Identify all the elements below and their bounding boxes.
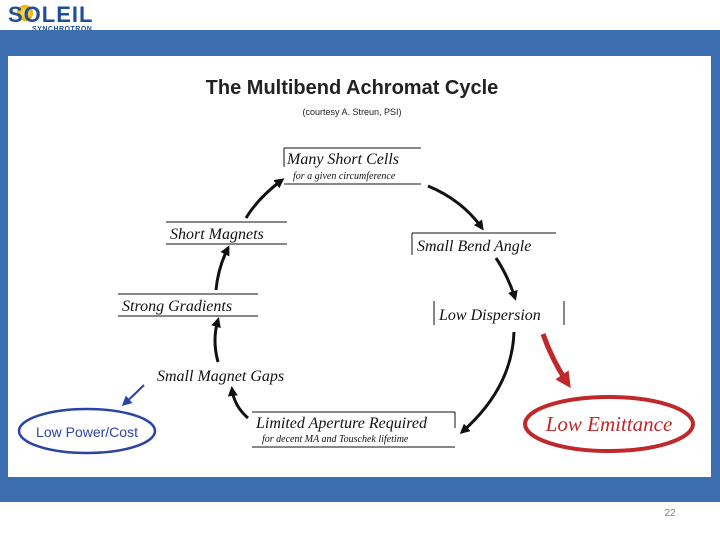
node-label: Low Dispersion [438, 307, 541, 324]
arrow-gradients-to-short-magnets [214, 245, 230, 291]
power-ellipse [17, 407, 157, 455]
node-label: Many Short Cells [286, 151, 399, 168]
arrow-gaps-to-gradients [211, 317, 221, 363]
slide-content-area [8, 56, 711, 477]
node-limited-aperture: Limited Aperture Required for decent MA … [252, 411, 456, 448]
node-short-magnets: Short Magnets [166, 221, 287, 245]
node-label: Short Magnets [170, 226, 264, 243]
arrow-to-low-emittance [540, 333, 571, 389]
soleil-logo: SOLEIL SYNCHROTRON [2, 2, 94, 34]
node-small-magnet-gaps: Small Magnet Gaps [157, 368, 284, 385]
outcome-label: Low Power/Cost [36, 424, 138, 440]
arrow-dispersion-to-aperture [459, 331, 516, 434]
arrow-aperture-to-gaps [227, 386, 249, 420]
emittance-ellipse [523, 395, 695, 453]
slide-number: 22 [664, 508, 676, 519]
arrow-to-low-power-cost [121, 384, 145, 407]
arrow-bend-to-dispersion [494, 257, 518, 301]
node-small-bend-angle: Small Bend Angle [411, 232, 556, 255]
node-label: Small Bend Angle [417, 238, 531, 255]
logo-subtitle: SYNCHROTRON [32, 26, 92, 33]
logo-wordmark: SOLEIL [8, 2, 94, 27]
sun-icon [17, 5, 33, 21]
outcome-low-emittance: Low Emittance [523, 395, 695, 453]
arrow-short-magnets-to-cells [244, 178, 285, 219]
node-note: for decent MA and Touschek lifetime [262, 434, 409, 445]
node-strong-gradients: Strong Gradients [118, 293, 258, 317]
diagram-subtitle: (courtesy A. Streun, PSI) [302, 107, 401, 117]
node-label: Strong Gradients [122, 298, 232, 315]
node-note: for a given circumference [293, 171, 396, 182]
node-low-dispersion: Low Dispersion [433, 301, 565, 325]
node-label: Limited Aperture Required [255, 415, 428, 432]
diagram-title: The Multibend Achromat Cycle [206, 77, 499, 99]
outcome-label: Low Emittance [545, 412, 673, 436]
outcome-low-power-cost: Low Power/Cost [17, 407, 157, 455]
arrow-cells-to-bend [427, 184, 484, 231]
node-many-short-cells: Many Short Cells for a given circumferen… [283, 147, 421, 185]
